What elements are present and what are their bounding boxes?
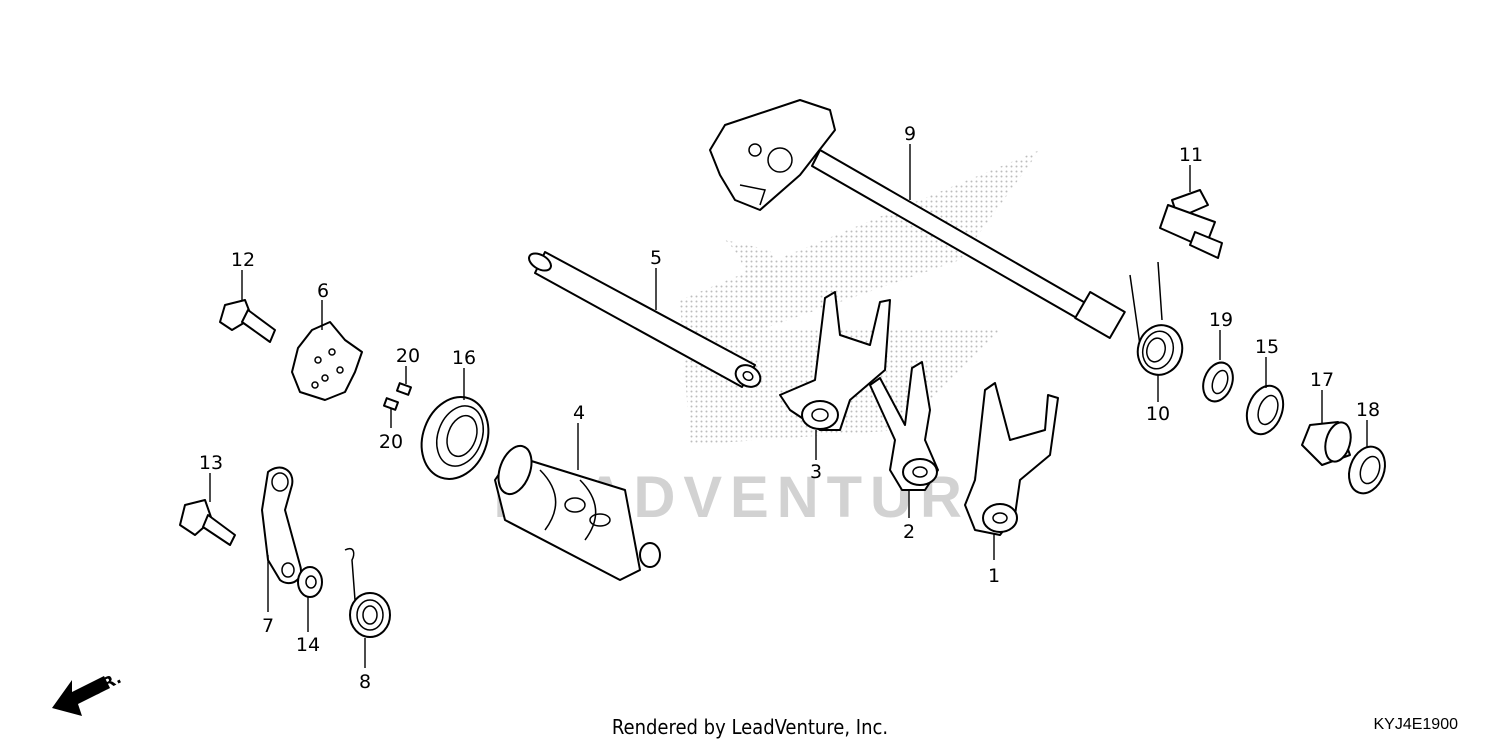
dowel-pins (382, 382, 413, 411)
callout-7: 7 (262, 615, 274, 637)
shift-shaft (709, 99, 1126, 339)
callout-1: 1 (988, 565, 1000, 587)
shift-drum (494, 444, 661, 581)
callout-16: 16 (452, 347, 476, 369)
watermark-flame (725, 240, 778, 360)
callout-labels: 1 2 3 4 5 6 7 8 9 10 11 12 13 14 15 16 1… (199, 123, 1380, 693)
oil-seal-18 (1348, 445, 1386, 495)
callout-2: 2 (903, 521, 915, 543)
direction-label: FR. (89, 668, 124, 698)
watermark-wing (680, 150, 1040, 445)
callout-17: 17 (1310, 369, 1334, 391)
callout-20-upper: 20 (396, 345, 420, 367)
callout-11: 11 (1179, 144, 1203, 166)
shift-drum-center (291, 321, 363, 401)
callout-8: 8 (359, 671, 371, 693)
stopper-spring-8 (344, 548, 391, 638)
shift-fork-1 (964, 382, 1059, 536)
leader-lines (209, 144, 1368, 668)
footer-credit: Rendered by LeadVenture, Inc. (611, 715, 889, 739)
callout-9: 9 (904, 123, 916, 145)
callout-13: 13 (199, 452, 223, 474)
washer-14 (297, 566, 323, 598)
needle-bearing-17 (1301, 421, 1352, 466)
callout-6: 6 (317, 280, 329, 302)
fork-shaft (528, 251, 762, 388)
bolt-11 (1159, 189, 1223, 259)
callout-10: 10 (1146, 403, 1170, 425)
return-spring-10 (1129, 261, 1184, 376)
diagram-code: KYJ4E1900 (1373, 716, 1458, 733)
shift-fork-3 (779, 291, 891, 431)
shift-fork-2 (869, 361, 939, 491)
callout-18: 18 (1356, 399, 1380, 421)
callout-19: 19 (1209, 309, 1233, 331)
callout-14: 14 (296, 634, 320, 656)
bearing-16 (420, 396, 490, 480)
stopper-arm-7 (261, 466, 302, 585)
front-direction-arrow: FR. (52, 668, 124, 716)
circlip-19 (1202, 361, 1234, 403)
callout-12: 12 (231, 249, 255, 271)
callout-3: 3 (810, 461, 822, 483)
callout-4: 4 (573, 402, 585, 424)
callout-20-lower: 20 (379, 431, 403, 453)
bolt-12 (219, 299, 276, 343)
bolt-13 (179, 499, 236, 546)
callout-15: 15 (1255, 336, 1279, 358)
watermark: LEADVENTURE (493, 150, 1040, 530)
washer-15 (1245, 384, 1285, 436)
callout-5: 5 (650, 247, 662, 269)
